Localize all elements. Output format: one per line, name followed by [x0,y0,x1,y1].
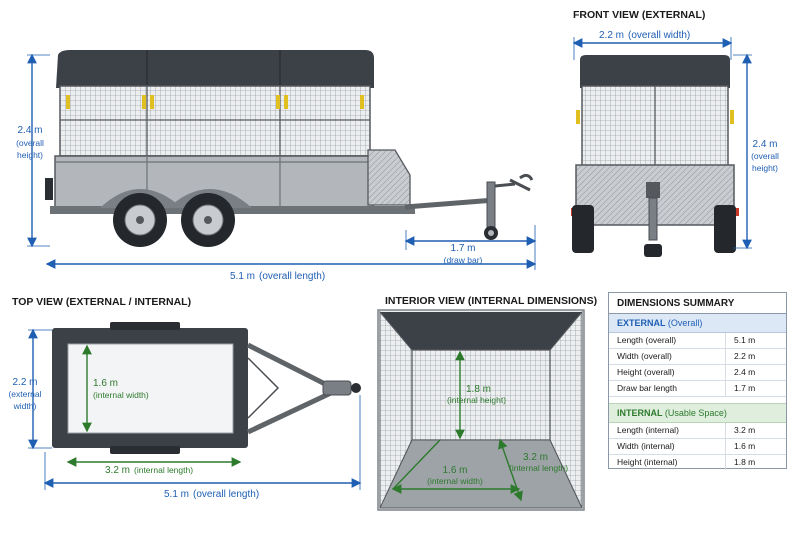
table-row: Height (internal) 1.8 m [609,455,786,470]
front-width-note: (overall width) [628,30,690,41]
front-width-value: 2.2 m [599,30,624,41]
summary-title: DIMENSIONS SUMMARY [609,293,786,314]
row-label: Width (overall) [609,349,726,364]
row-label: Height (overall) [609,365,726,380]
internal-heading-label: INTERNAL [617,408,663,418]
interior-length-note: (internal length) [509,463,568,473]
side-height-note-2: height) [17,150,43,160]
row-label: Length (internal) [609,423,726,438]
row-value: 2.4 m [734,367,756,377]
side-length-value: 5.1 m [230,271,255,282]
top-int-length-value: 3.2 m [105,465,130,476]
row-value: 2.2 m [734,351,756,361]
side-drawbar [404,197,496,210]
interior-view [377,309,585,511]
row-value: 1.7 m [734,383,756,393]
side-straps [66,95,364,109]
top-drawbar [246,342,335,435]
interior-height-value: 1.8 m [466,384,491,395]
front-height-value: 2.4 m [752,139,777,150]
row-label: Draw bar length [609,381,726,396]
row-label: Length (overall) [609,333,726,348]
row-value: 5.1 m [734,335,756,345]
top-ext-width-note-1: (external [8,389,41,399]
top-length-value: 5.1 m [164,489,189,500]
interior-height-note: (internal height) [447,395,506,405]
interior-width-value: 1.6 m [442,465,467,476]
table-row: Draw bar length 1.7 m [609,381,786,397]
side-jockey-wheel [484,173,534,240]
top-int-length-note: (internal length) [134,465,193,475]
side-view [27,50,537,270]
front-view [571,37,752,257]
row-value: 3.2 m [734,425,756,435]
row-value: 1.8 m [734,457,756,467]
row-value: 1.6 m [734,441,756,451]
interior-length-value: 3.2 m [523,452,548,463]
table-row: Width (internal) 1.6 m [609,439,786,455]
side-drawbar-value: 1.7 m [450,243,475,254]
side-toolbox [367,149,411,206]
dimensions-summary-table: DIMENSIONS SUMMARY EXTERNAL (Overall) Le… [608,292,787,470]
summary-internal-heading: INTERNAL (Usable Space) [609,403,786,423]
row-label: Width (internal) [609,439,726,454]
front-height-note-2: height) [752,163,778,173]
table-row: Width (overall) 2.2 m [609,349,786,365]
side-wheels [100,189,252,247]
top-length-note: (overall length) [193,489,259,500]
top-view-title: TOP VIEW (EXTERNAL / INTERNAL) [12,296,191,308]
front-view-title: FRONT VIEW (EXTERNAL) [573,9,705,21]
top-ext-width-value: 2.2 m [12,377,37,388]
row-label: Height (internal) [609,455,726,470]
front-left-wheel [572,205,594,253]
table-row: Length (internal) 3.2 m [609,423,786,439]
top-inner-floor [67,343,234,434]
side-height-note-1: (overall [16,138,44,148]
top-view [28,322,362,490]
front-right-wheel [714,205,736,253]
side-cover [56,50,374,88]
front-height-note-1: (overall [751,151,779,161]
top-ext-width-note-2: width) [13,401,37,411]
side-height-value: 2.4 m [17,125,42,136]
side-length-note: (overall length) [259,271,325,282]
summary-external-heading: EXTERNAL (Overall) [609,314,786,333]
front-coupling [644,182,662,257]
top-int-width-note: (internal width) [93,390,149,400]
external-heading-sub: (Overall) [667,318,703,328]
interior-width-note: (internal width) [427,476,483,486]
external-heading-label: EXTERNAL [617,318,666,328]
table-row: Height (overall) 2.4 m [609,365,786,381]
table-row: Length (overall) 5.1 m [609,333,786,349]
side-mesh-cage [59,85,371,157]
side-drawbar-note: (draw bar) [444,255,483,265]
internal-heading-sub: (Usable Space) [664,408,727,418]
top-int-width-value: 1.6 m [93,378,118,389]
interior-view-title: INTERIOR VIEW (INTERNAL DIMENSIONS) [385,295,597,307]
